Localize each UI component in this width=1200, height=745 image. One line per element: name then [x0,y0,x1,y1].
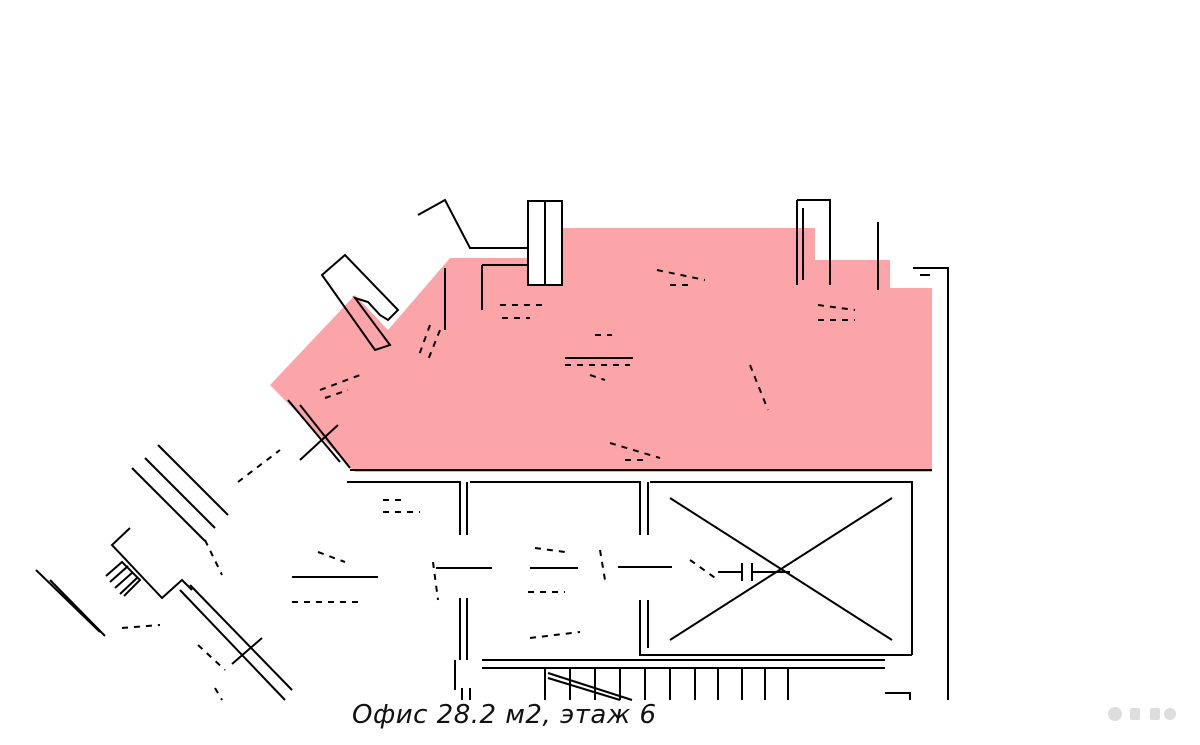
pillar-left [320,253,400,352]
shaft-diagonal-2 [669,497,893,641]
column-top-inner [527,200,546,286]
office-highlight-area[interactable] [270,228,932,472]
plan-caption: Офис 28.2 м2, этаж 6 [352,700,657,730]
walls [35,198,949,701]
column-right [797,199,831,285]
window-top-left [417,198,528,249]
watermark-mark [1108,707,1176,721]
dashed-marks [121,269,856,701]
